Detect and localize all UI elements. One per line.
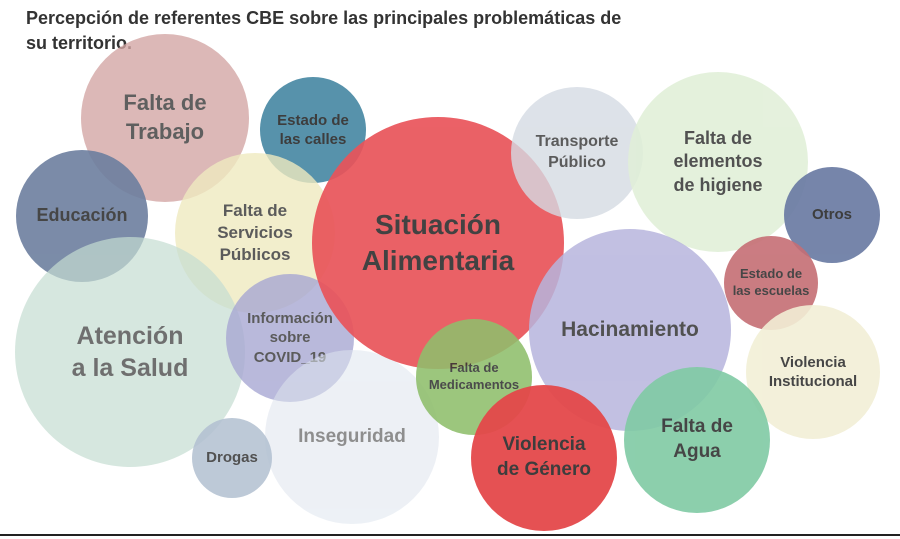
bubble-label: Inseguridad <box>298 425 406 447</box>
bubble-violencia-institucional: Violencia Institucional <box>746 305 880 439</box>
bubble-label: Drogas <box>206 449 258 467</box>
bubble-label: Falta de Trabajo <box>123 90 207 144</box>
chart-title: Percepción de referentes CBE sobre las p… <box>26 8 622 53</box>
bubble-inseguridad: Inseguridad <box>265 350 439 524</box>
bubble-label: Transporte Público <box>535 133 619 171</box>
bubble-falta-de-agua: Falta de Agua <box>624 367 770 513</box>
bubble-label: Violencia Institucional <box>768 353 858 391</box>
bottom-divider <box>0 534 900 536</box>
bubble-label: Otros <box>811 206 852 224</box>
bubble-label: Estado de las calles <box>277 111 349 149</box>
bubble-label: Educación <box>36 205 128 226</box>
bubble-falta-de-elementos-de-higiene: Falta de elementos de higiene <box>628 72 808 252</box>
bubble-violencia-de-genero: Violencia de Género <box>471 385 617 531</box>
bubble-drogas: Drogas <box>192 418 272 498</box>
bubble-label: Falta de elementos de higiene <box>673 127 763 195</box>
bubble-transporte-publico: Transporte Público <box>511 87 643 219</box>
bubble-label: Falta de Medicamentos <box>428 360 520 392</box>
bubble-label: Estado de las escuelas <box>732 266 810 298</box>
bubble-label: Falta de Agua <box>661 416 733 462</box>
bubble-label: Falta de Servicios Públicos <box>217 200 293 265</box>
bubble-label: Atención a la Salud <box>71 321 189 383</box>
bubble-label: Situación Alimentaria <box>361 208 515 276</box>
bubble-label: Hacinamiento <box>561 318 699 342</box>
bubble-label: Violencia de Género <box>497 434 591 480</box>
